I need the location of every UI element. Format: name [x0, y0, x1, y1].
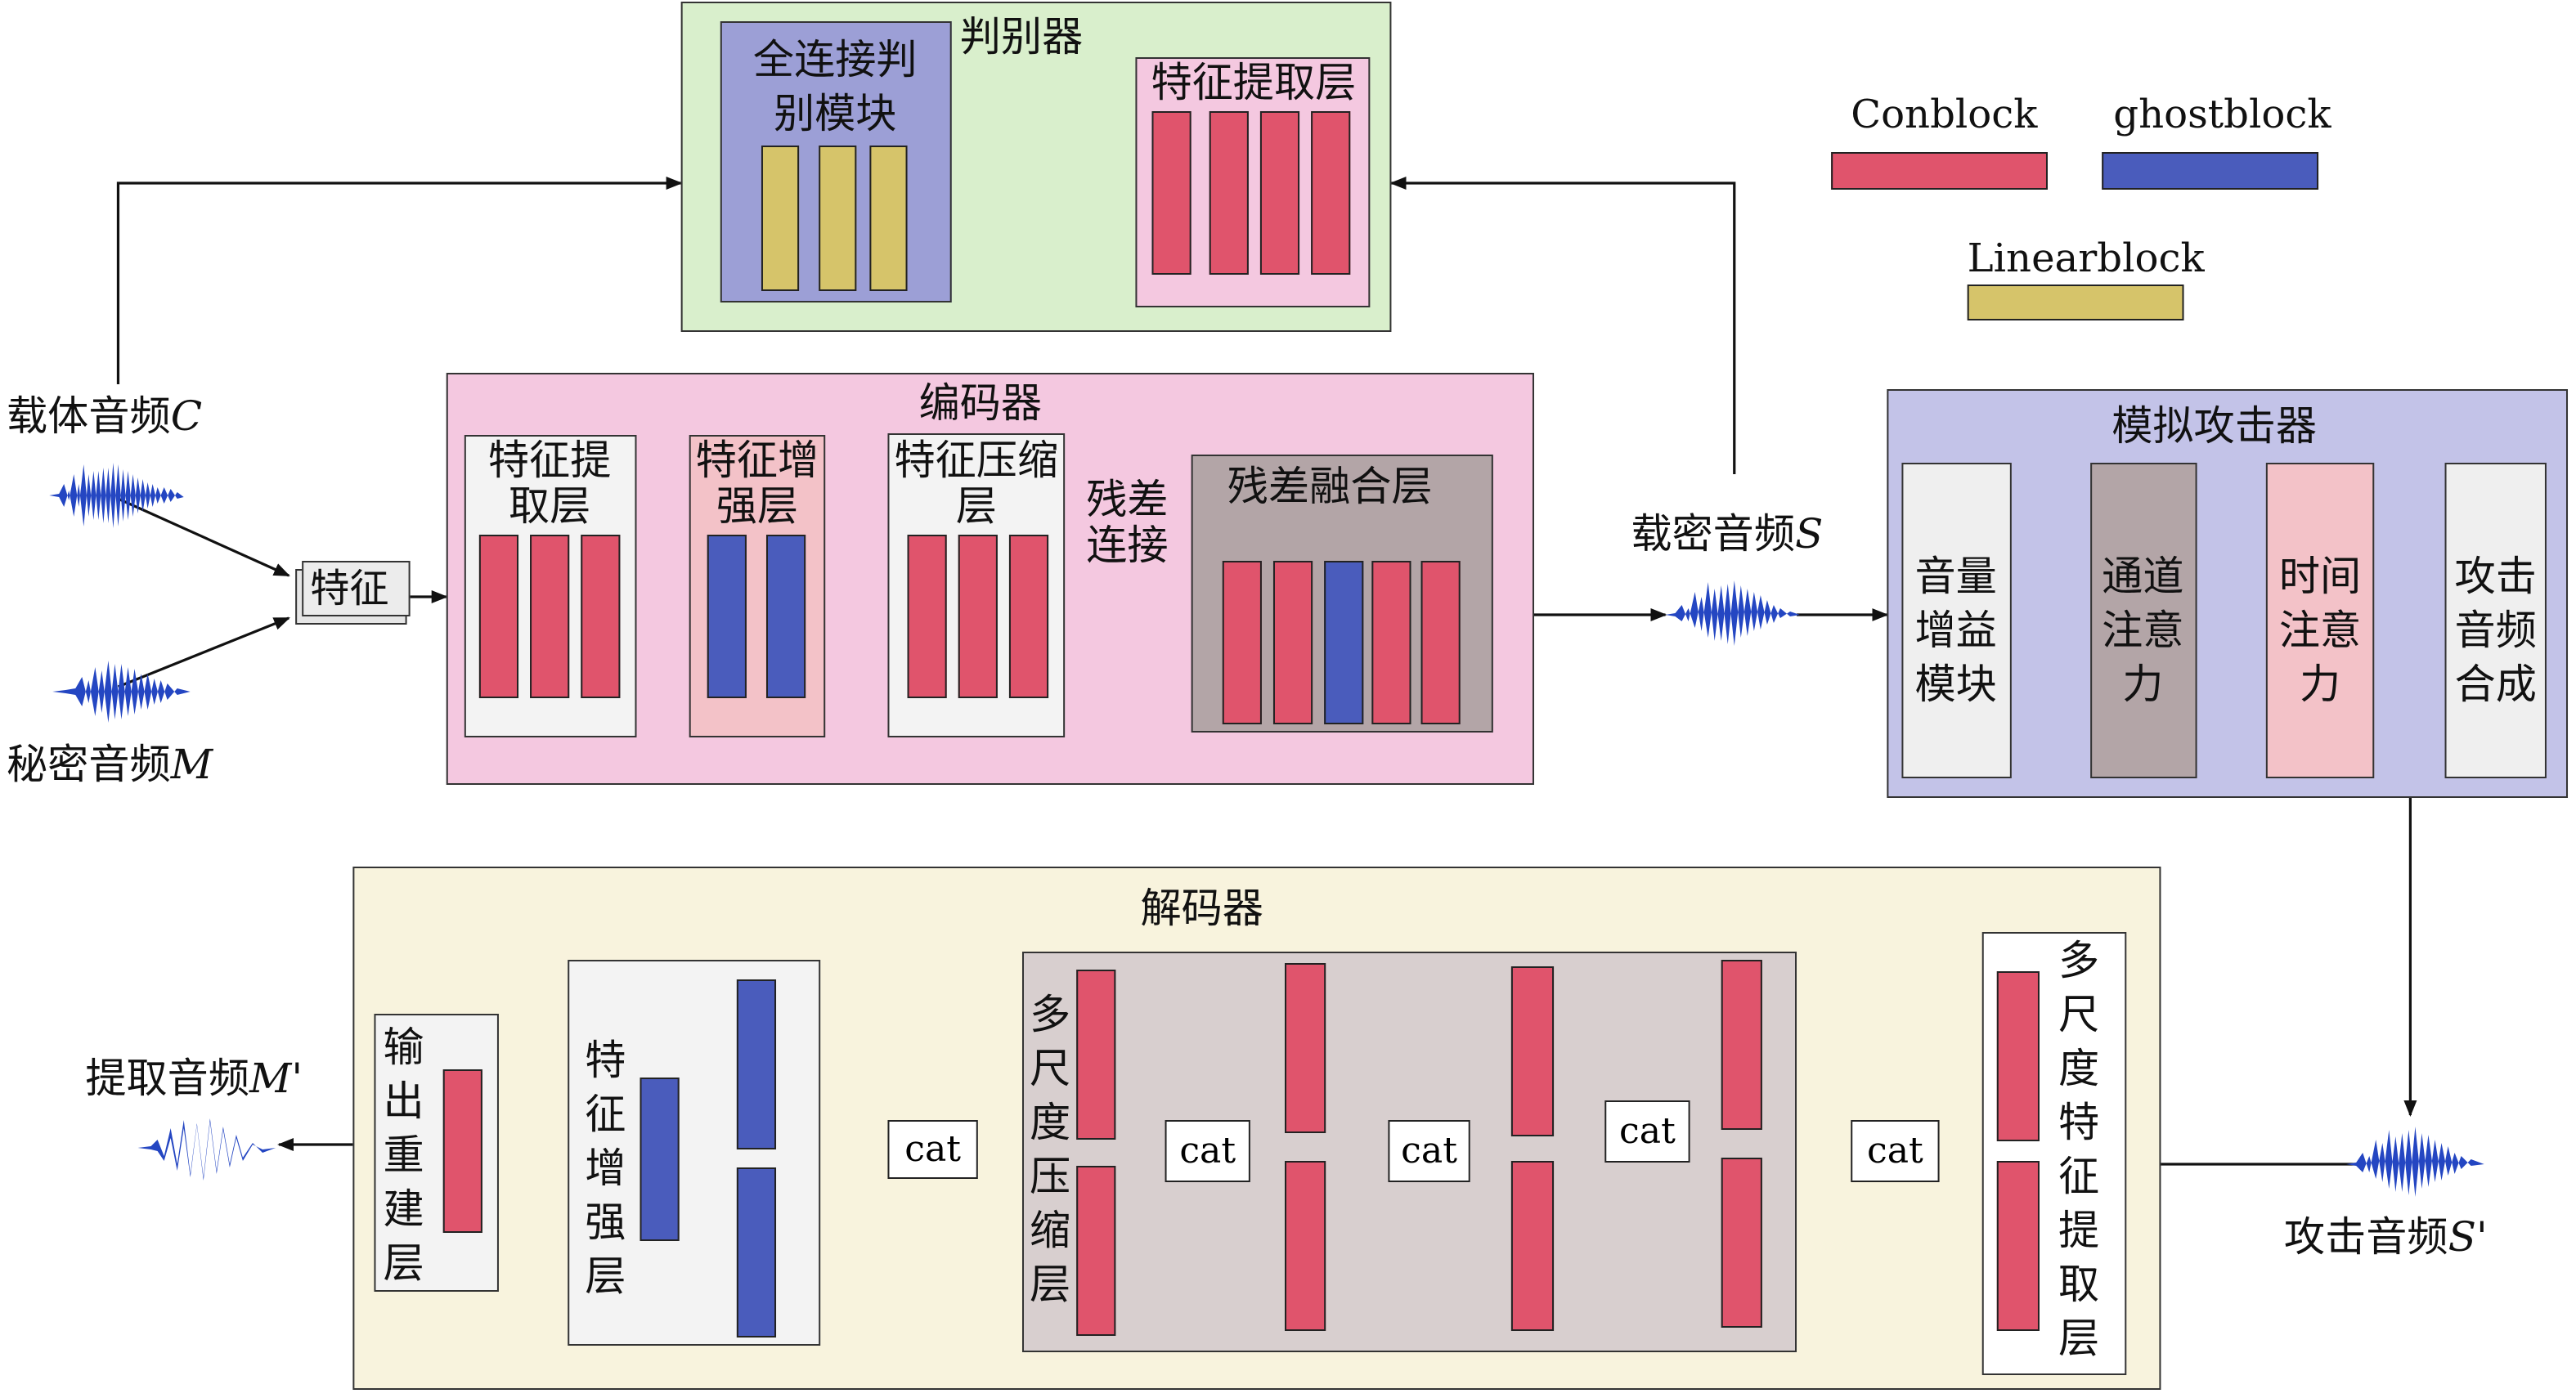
discriminator-fc-label: 全连接判别模块 — [752, 36, 918, 137]
decoder-cat-box: cat — [1851, 1120, 1940, 1182]
attacker-time-attention — [2265, 463, 2375, 778]
conblock — [1151, 111, 1192, 275]
conblock — [1272, 561, 1313, 724]
ghostblock — [640, 1078, 680, 1241]
decoder-output-rebuild-label: 输出重建层 — [383, 1024, 424, 1287]
conblock — [530, 535, 570, 698]
attacker-time-attention-label: 时间注意力 — [2278, 553, 2362, 708]
conblock — [1311, 111, 1351, 275]
attacker-volume-gain-label: 音量增益模块 — [1914, 553, 1997, 708]
attacker-volume-gain — [1901, 463, 2012, 778]
stego-waveform-icon — [1665, 580, 1801, 646]
arrow-stego-to-discriminator — [1389, 177, 1736, 474]
decoder-cat-box: cat — [887, 1120, 978, 1179]
conblock — [1209, 111, 1249, 275]
conblock — [581, 535, 621, 698]
linearblock — [869, 146, 908, 291]
conblock — [1285, 1161, 1326, 1331]
encoder-title: 编码器 — [918, 379, 1043, 427]
encoder-feature-compress-label: 特征压缩层 — [894, 437, 1059, 530]
legend-ghostblock-swatch — [2102, 152, 2319, 190]
conblock — [1510, 1161, 1555, 1331]
conblock — [958, 535, 998, 698]
conblock — [1076, 1166, 1116, 1336]
carrier-waveform-icon — [49, 463, 191, 528]
encoder-residual-fusion-label: 残差融合层 — [1227, 463, 1433, 510]
encoder-residual-connect-label: 残差连接 — [1086, 476, 1169, 569]
legend-linearblock-swatch — [1967, 285, 2184, 320]
attacker-title: 模拟攻击器 — [2112, 402, 2318, 450]
conblock — [1420, 561, 1461, 724]
conblock — [1371, 561, 1411, 724]
attacked-audio-label: 攻击音频S' — [2283, 1213, 2488, 1261]
decoder-multiscale-compress-label: 多尺度压缩层 — [1029, 991, 1071, 1308]
ghostblock — [1324, 561, 1364, 724]
conblock — [1008, 535, 1049, 698]
conblock — [1285, 963, 1326, 1133]
conblock — [1076, 970, 1116, 1140]
secret-waveform-icon — [52, 661, 191, 723]
conblock — [1996, 1161, 2040, 1331]
legend-conblock-label: Conblock — [1851, 92, 2038, 137]
carrier-audio-label: 载体音频C — [7, 392, 203, 440]
attacker-channel-attention-label: 通道注意力 — [2102, 553, 2184, 708]
conblock — [1721, 960, 1762, 1130]
legend-linearblock-label: Linearblock — [1967, 235, 2205, 281]
conblock — [478, 535, 519, 698]
secret-audio-label: 秘密音频M — [7, 741, 213, 788]
conblock — [907, 535, 947, 698]
decoder-cat-box: cat — [1388, 1120, 1470, 1182]
decoder-cat-box: cat — [1604, 1100, 1690, 1163]
decoder-feature-enhance — [568, 960, 821, 1346]
attacker-channel-attention — [2090, 463, 2197, 778]
conblock — [442, 1069, 482, 1233]
conblock — [1259, 111, 1300, 275]
conblock — [1222, 561, 1262, 724]
extracted-waveform-icon — [137, 1118, 276, 1181]
arrow-carrier-to-discriminator — [116, 177, 683, 384]
decoder-multiscale-extract-label: 多尺度特征提取层 — [2058, 937, 2100, 1362]
attacked-waveform-icon — [2346, 1127, 2484, 1197]
ghostblock — [765, 535, 806, 698]
feature-box-label: 特征 — [310, 566, 389, 612]
attacker-attack-synthesis-label: 攻击音频合成 — [2454, 553, 2537, 708]
conblock — [1510, 966, 1555, 1136]
ghostblock — [707, 535, 747, 698]
legend-ghostblock-label: ghostblock — [2113, 92, 2331, 137]
conblock — [1996, 971, 2040, 1141]
linearblock — [761, 146, 800, 291]
encoder-feature-extract-label: 特征提取层 — [487, 437, 612, 530]
conblock — [1721, 1158, 1762, 1328]
stego-audio-label: 载密音频S — [1631, 510, 1824, 558]
feature-box — [302, 561, 411, 616]
discriminator-title: 判别器 — [959, 13, 1084, 60]
extracted-audio-label: 提取音频M' — [85, 1055, 303, 1102]
decoder-cat-box: cat — [1165, 1120, 1250, 1182]
linearblock — [819, 146, 857, 291]
encoder-feature-enhance-label: 特征增强层 — [695, 437, 819, 530]
ghostblock — [736, 979, 777, 1149]
discriminator-feature-label: 特征提取层 — [1151, 59, 1357, 106]
decoder-feature-enhance-label: 特征增强层 — [585, 1037, 626, 1300]
legend-conblock-swatch — [1831, 152, 2048, 190]
ghostblock — [736, 1167, 777, 1338]
decoder-title: 解码器 — [1140, 885, 1263, 932]
attacker-attack-synthesis — [2444, 463, 2547, 778]
